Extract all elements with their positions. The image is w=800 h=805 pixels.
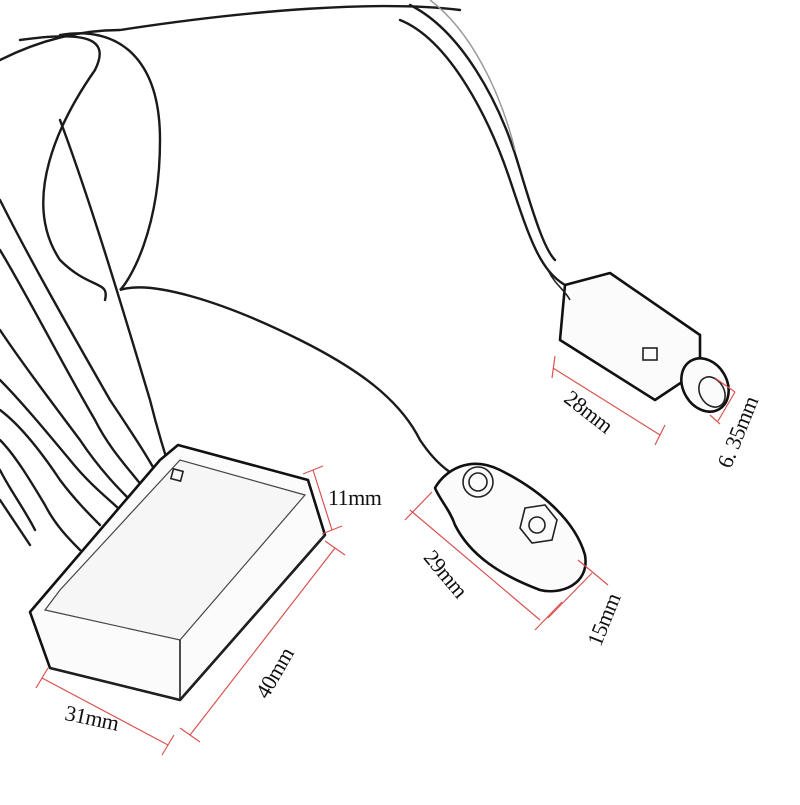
- dimension-lines: [35, 355, 736, 756]
- battery-clip: [433, 462, 587, 593]
- box-height-label: 11mm: [328, 485, 382, 510]
- wire-bundle: [0, 0, 567, 552]
- preamp-box: [28, 443, 327, 702]
- output-jack: [547, 269, 730, 413]
